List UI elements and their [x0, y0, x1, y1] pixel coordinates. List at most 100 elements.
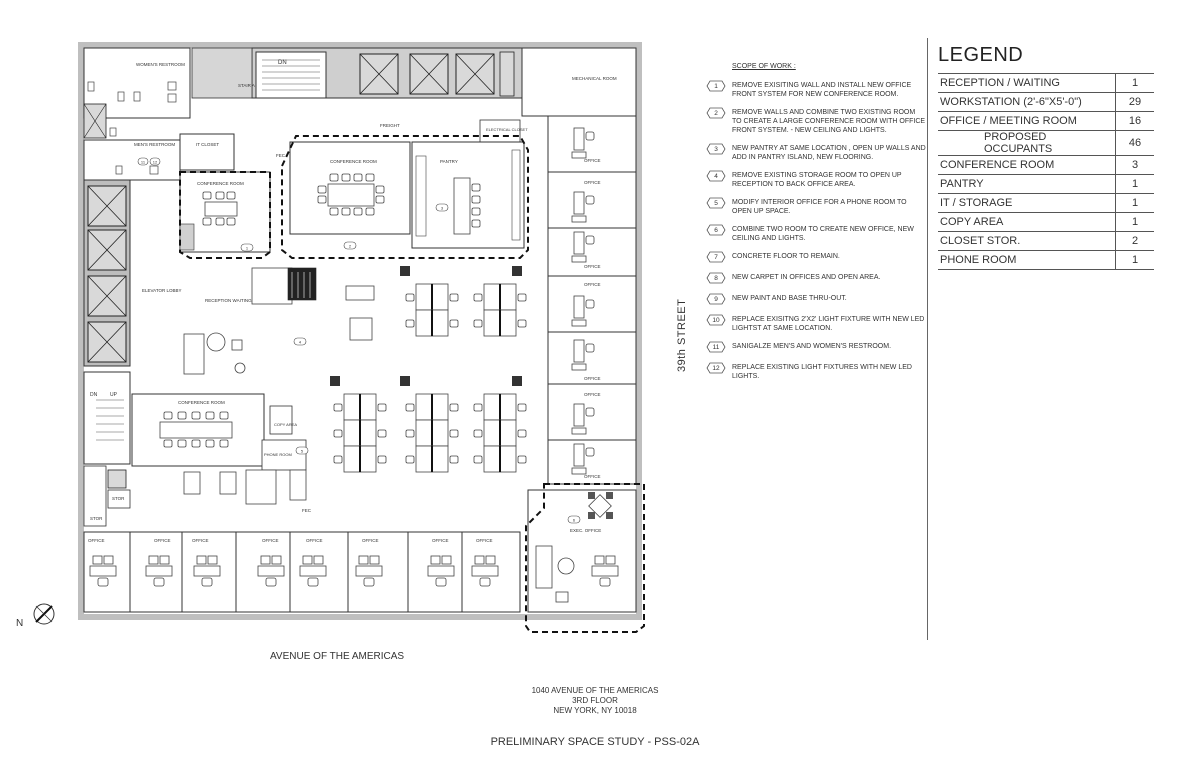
- legend-item-name: IT / STORAGE: [938, 193, 1116, 213]
- scope-item-number: 1: [706, 80, 726, 93]
- office-label-b8: OFFICE: [476, 538, 493, 543]
- legend-item-count: 2: [1115, 231, 1154, 251]
- office-label-r1: OFFICE: [584, 158, 601, 163]
- study-title: PRELIMINARY SPACE STUDY - PSS-02A: [490, 736, 700, 748]
- office-label-r2: OFFICE: [584, 180, 601, 185]
- legend-item-count: 46: [1115, 130, 1154, 156]
- legend-item-count: 16: [1115, 111, 1154, 131]
- mechanical-room: [521, 47, 637, 117]
- tag-1: 1: [246, 246, 249, 251]
- office-label-r3: OFFICE: [584, 264, 601, 269]
- scope-item-number: 4: [706, 170, 726, 183]
- office-label-r7: OFFICE: [584, 474, 601, 479]
- scope-item-number: 12: [706, 362, 726, 375]
- address-line-3: NEW YORK, NY 10018: [553, 706, 637, 715]
- scope-item-number: 6: [706, 224, 726, 237]
- stair-b-dn-label: DN: [90, 392, 98, 398]
- scope-item-number: 11: [706, 341, 726, 354]
- scope-item-text: NEW CARPET IN OFFICES AND OPEN AREA.: [732, 274, 881, 281]
- avenue-label: AVENUE OF THE AMERICAS: [270, 651, 405, 662]
- tag-11: 11: [141, 160, 146, 165]
- stor-label-2: STOR: [112, 496, 125, 501]
- scope-item: 9 NEW PAINT AND BASE THRU-OUT.: [706, 293, 926, 306]
- scope-item-text: REPLACE EXISITNG 2'X2' LIGHT FIXTURE WIT…: [732, 316, 925, 332]
- legend-row: WORKSTATION (2'-6"X5'-0")29: [938, 92, 1154, 112]
- office-label-b3: OFFICE: [192, 538, 209, 543]
- scope-item-num-text: 5: [714, 200, 718, 207]
- conference-room-2-label: CONFERENCE ROOM: [330, 159, 377, 164]
- scope-item-num-text: 3: [714, 146, 718, 153]
- scope-item-number: 5: [706, 197, 726, 210]
- office-label-b1: OFFICE: [88, 538, 105, 543]
- scope-item: 3 NEW PANTRY AT SAME LOCATION , OPEN UP W…: [706, 143, 926, 162]
- scope-item-text: NEW PANTRY AT SAME LOCATION , OPEN UP WA…: [732, 145, 926, 161]
- legend-item-name: PHONE ROOM: [938, 250, 1116, 270]
- office-label-b5: OFFICE: [306, 538, 323, 543]
- tag-3: 3: [441, 206, 444, 211]
- legend-item-count: 1: [1115, 73, 1154, 93]
- scope-item-num-text: 11: [712, 344, 720, 351]
- legend-item-name: COPY AREA: [938, 212, 1116, 232]
- address-line-2: 3RD FLOOR: [572, 696, 618, 705]
- stair-a-label: STAIR A: [238, 83, 255, 88]
- scope-item-text: REMOVE EXISTING STORAGE ROOM TO OPEN UP …: [732, 172, 902, 188]
- stair-b: [83, 371, 131, 465]
- address-line-1: 1040 AVENUE OF THE AMERICAS: [531, 686, 659, 695]
- womens-restroom-label: WOMEN'S RESTROOM: [136, 62, 185, 67]
- office-label-b2: OFFICE: [154, 538, 171, 543]
- scope-item-text: REMOVE WALLS AND COMBINE TWO EXISTING RO…: [732, 109, 926, 134]
- scope-item-text: REPLACE EXISTING LIGHT FIXTURES WITH NEW…: [732, 364, 912, 380]
- scope-item-num-text: 9: [714, 296, 718, 303]
- scope-item-text: NEW PAINT AND BASE THRU-OUT.: [732, 295, 847, 302]
- scope-item-text: SANIGALZE MEN'S AND WOMEN'S RESTROOM.: [732, 343, 892, 350]
- scope-title: SCOPE OF WORK :: [732, 63, 796, 70]
- copy-area-label: COPY AREA: [274, 422, 297, 427]
- stair-dn-label: DN: [278, 60, 287, 66]
- office-label-r6: OFFICE: [584, 392, 601, 397]
- scope-item-number: 9: [706, 293, 726, 306]
- tag-2: 2: [349, 244, 352, 249]
- scope-item: 5 MODIFY INTERIOR OFFICE FOR A PHONE ROOM…: [706, 197, 926, 216]
- scope-item-text: MODIFY INTERIOR OFFICE FOR A PHONE ROOM …: [732, 199, 907, 215]
- scope-item-num-text: 4: [714, 173, 718, 180]
- scope-item: 12 REPLACE EXISTING LIGHT FIXTURES WITH N…: [706, 362, 926, 381]
- legend-item-name: WORKSTATION (2'-6"X5'-0"): [938, 92, 1116, 112]
- tag-6: 6: [573, 518, 576, 523]
- office-label-b7: OFFICE: [432, 538, 449, 543]
- address-block: 1040 AVENUE OF THE AMERICAS 3RD FLOOR NE…: [470, 686, 720, 716]
- scope-item: 4 REMOVE EXISTING STORAGE ROOM TO OPEN UP…: [706, 170, 926, 189]
- tag-5: 5: [301, 449, 304, 454]
- legend-item-count: 1: [1115, 212, 1154, 232]
- fec-label-1: FEC: [276, 153, 286, 158]
- it-closet-label: IT CLOSET: [196, 142, 219, 147]
- legend-item-name: OFFICE / MEETING ROOM: [938, 111, 1116, 131]
- legend-item-count: 29: [1115, 92, 1154, 112]
- reception-desk: [251, 267, 293, 305]
- conference-room-1-label: CONFERENCE ROOM: [197, 181, 244, 186]
- scope-item: 10 REPLACE EXISITNG 2'X2' LIGHT FIXTURE W…: [706, 314, 926, 333]
- legend-item-count: 1: [1115, 193, 1154, 213]
- conference-room-3-label: CONFERENCE ROOM: [178, 400, 225, 405]
- legend-item-name: PANTRY: [938, 174, 1116, 194]
- scope-item-text: REMOVE EXISITING WALL AND INSTALL NEW OF…: [732, 82, 912, 98]
- north-label: N: [16, 618, 24, 629]
- stair-b-up-label: UP: [110, 392, 118, 398]
- legend-item-count: 3: [1115, 155, 1154, 175]
- office-label-b4: OFFICE: [262, 538, 279, 543]
- scope-item-num-text: 6: [714, 227, 718, 234]
- divider-line: [927, 38, 928, 640]
- elevator-lobby-label: ELEVATOR LOBBY: [142, 288, 182, 293]
- legend-title: LEGEND: [938, 44, 1024, 66]
- scope-item-number: 10: [706, 314, 726, 327]
